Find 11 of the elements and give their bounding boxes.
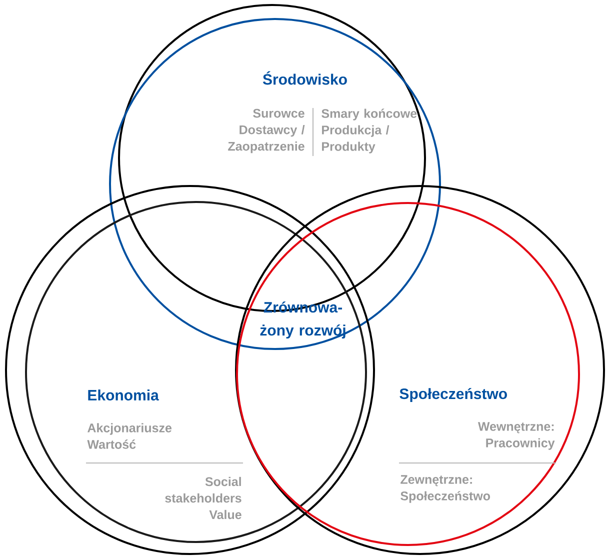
heading: Środowisko [262,71,347,85]
circle [5,185,375,555]
item-text: Wewnętrzne: Pracownicy [478,422,555,450]
circle [109,4,441,350]
item-text: Social stakeholders Value [165,476,242,520]
item-text: Akcjonariusze Wartość [87,423,172,449]
heading: Ekonomia [88,390,159,400]
item-text: Smary końcowe Produkcja / Produkty [322,108,417,154]
item-text: Surowce Dostawcy / Zaopatrzenie [228,108,305,154]
heading: Społeczeństwo [400,388,507,402]
item-text: Zewnętrzne: Społeczeństwo [400,475,490,503]
